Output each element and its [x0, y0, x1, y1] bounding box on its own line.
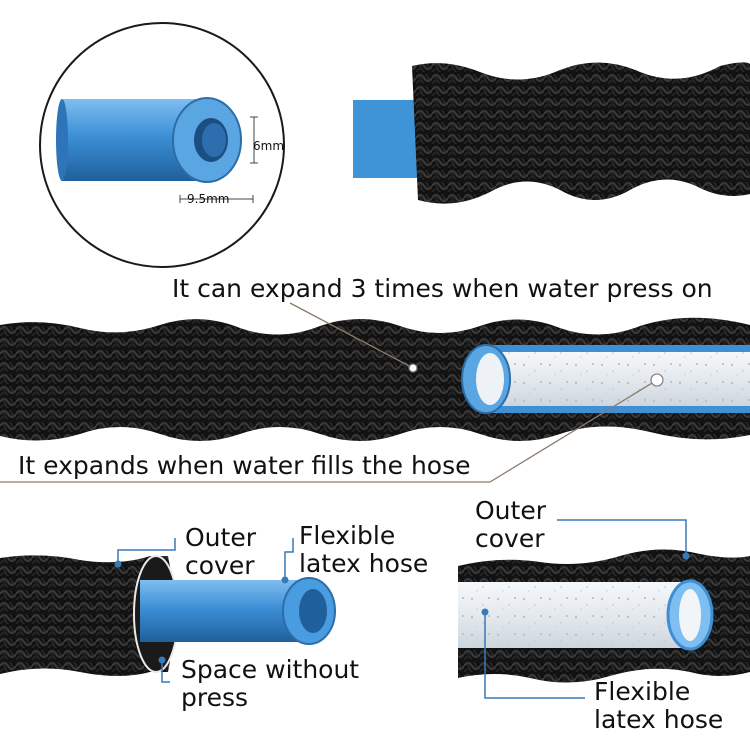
left-space-callout [161, 660, 170, 683]
caption-leader-lines [0, 302, 664, 483]
expand-leader-line [289, 302, 414, 369]
callout-lines [114, 519, 690, 699]
dimension-6mm-marker [250, 116, 258, 164]
left-latex-callout [284, 538, 294, 580]
left-cutaway-photo [0, 555, 336, 676]
fills-leader-dot [650, 373, 664, 387]
left-cutaway-braid [0, 555, 174, 676]
right-outer-cover-callout [557, 519, 687, 556]
fills-leader-line [489, 379, 658, 483]
right-cutaway-photo [458, 549, 750, 683]
left-outer-cover-callout [117, 538, 176, 564]
left-latex-tube [140, 577, 336, 645]
right-outer-cover-label: Outer cover [475, 496, 546, 553]
hose-end-braid [412, 62, 750, 204]
right-latex-hose-label: Flexible latex hose [594, 677, 724, 734]
middle-hose-photo [0, 317, 750, 441]
middle-water-tube [461, 344, 750, 414]
right-water-tube [458, 579, 714, 651]
expand-leader-dot [408, 363, 418, 373]
hose-end-photo [353, 62, 750, 204]
left-space-label: Space without press [181, 655, 360, 712]
inner-diameter-label: 6mm [253, 139, 285, 153]
left-latex-hose-label: Flexible latex hose [299, 521, 429, 578]
expand-caption: It can expand 3 times when water press o… [172, 274, 713, 303]
right-latex-callout [484, 612, 585, 699]
dimension-9.5mm-marker [179, 195, 254, 203]
detail-inset [39, 22, 285, 268]
fills-caption: It expands when water fills the hose [18, 451, 471, 480]
blue-tip [353, 100, 423, 178]
inset-blue-tube [56, 97, 242, 183]
outer-diameter-label: 9.5mm [187, 192, 230, 206]
left-outer-cover-label: Outer cover [185, 523, 256, 580]
